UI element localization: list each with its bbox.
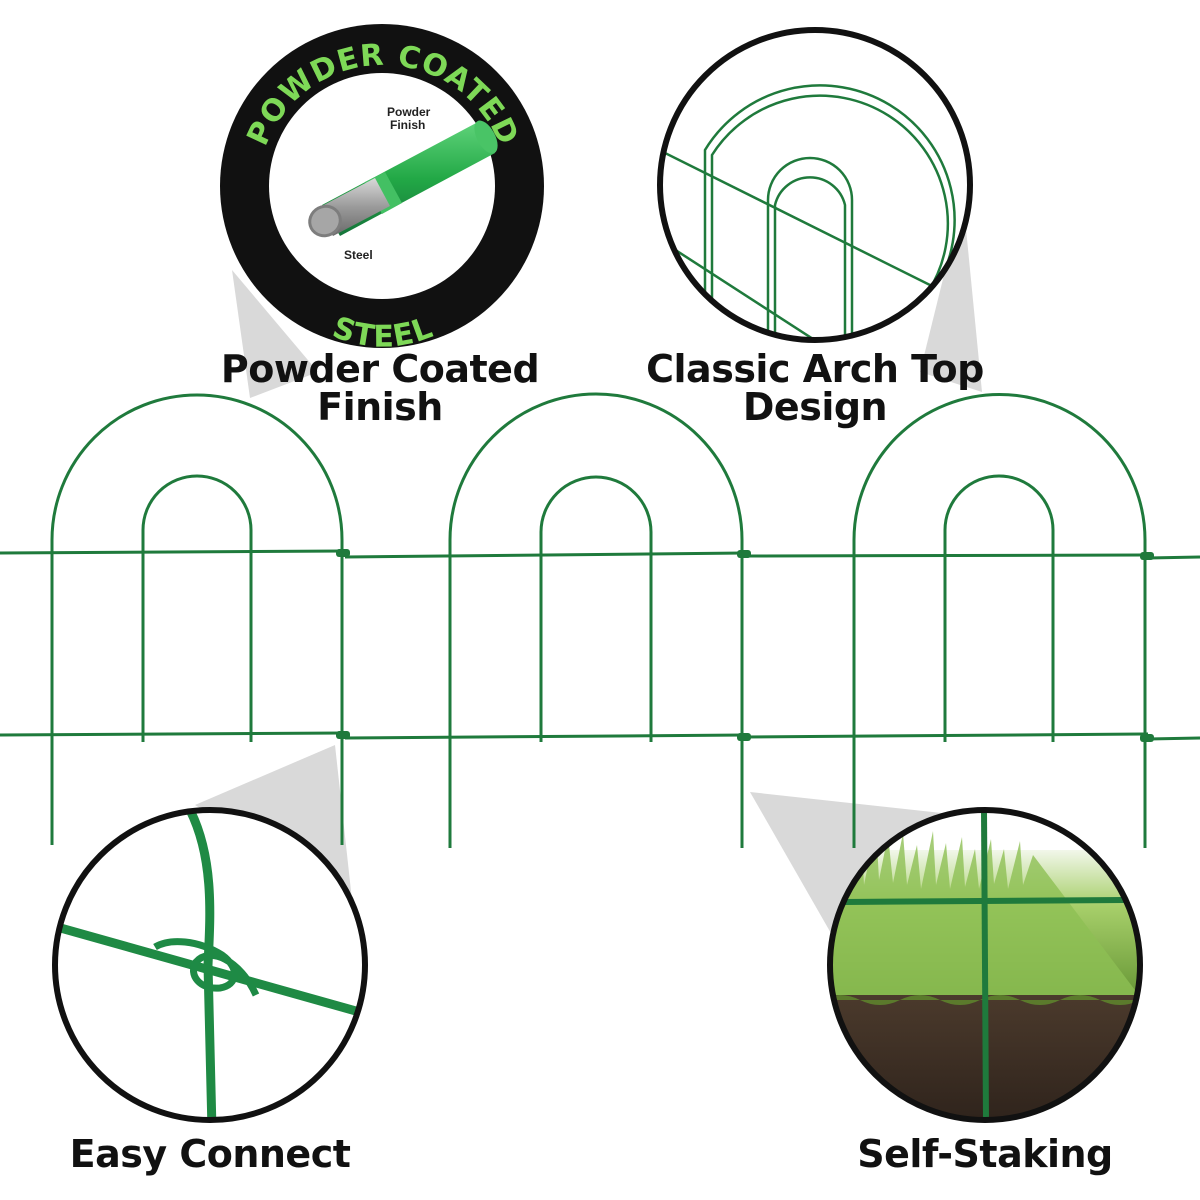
layer-powder-label: Powder: [387, 105, 431, 119]
feature-label-arch-top: Classic Arch Top Design: [630, 350, 1000, 426]
fence-connectors: [336, 549, 1154, 742]
feature-arch-line-2: Design: [742, 385, 888, 429]
feature-label-self-staking: Self-Staking: [820, 1135, 1150, 1173]
powder-coated-badge: Powder Finish Steel POWDER COATED STEEL: [220, 24, 544, 355]
feature-powder-line-2: Finish: [317, 385, 443, 429]
connect-detail-circle: [52, 807, 368, 1123]
feature-stake-line-1: Self-Staking: [857, 1132, 1113, 1176]
feature-label-easy-connect: Easy Connect: [40, 1135, 380, 1173]
layer-finish-label: Finish: [390, 118, 425, 132]
feature-connect-line-1: Easy Connect: [69, 1132, 351, 1176]
stake-detail-circle: [827, 807, 1143, 1123]
feature-label-powder-coated: Powder Coated Finish: [200, 350, 560, 426]
coated-rod-icon: [308, 120, 498, 238]
feature-powder-line-1: Powder Coated: [220, 347, 540, 391]
arch-detail-circle: [657, 27, 973, 343]
fence-panels: [0, 392, 1200, 848]
feature-arch-line-1: Classic Arch Top: [646, 347, 984, 391]
layer-steel-label: Steel: [344, 248, 373, 262]
